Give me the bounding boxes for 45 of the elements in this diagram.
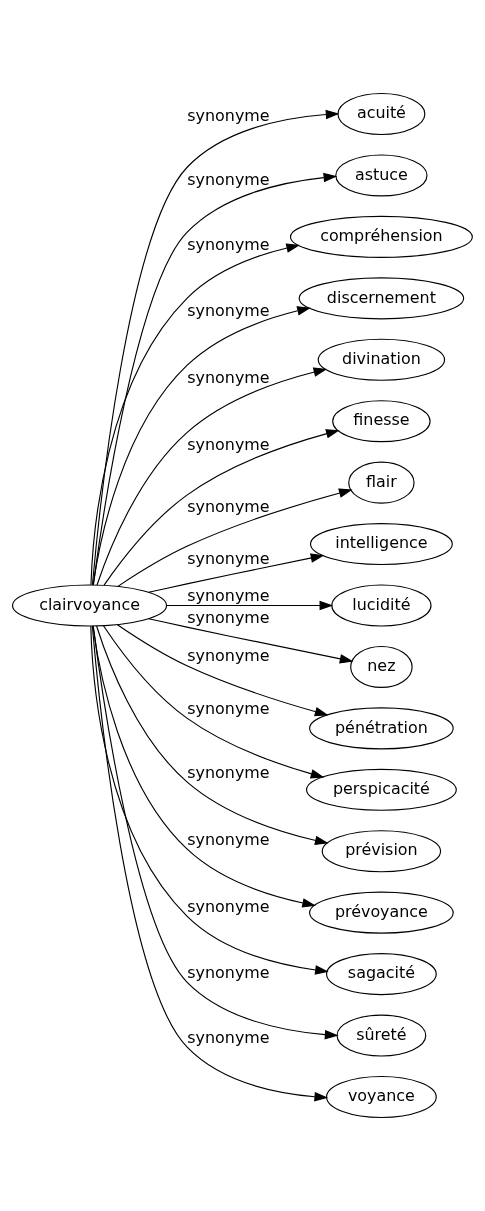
node-ellipse: lucidité: [331, 584, 432, 627]
edge-label: synonyme: [187, 106, 270, 126]
edge-label: synonyme: [187, 300, 270, 320]
arrow: [91, 625, 329, 1102]
node-ellipse: acuité: [337, 93, 426, 136]
node-ellipse: sagacité: [326, 953, 437, 996]
edge-label: synonyme: [187, 829, 270, 849]
edge-label: synonyme: [187, 434, 270, 454]
node-ellipse: clairvoyance: [11, 584, 168, 627]
edge-label: synonyme: [187, 234, 270, 254]
edge-label: synonyme: [187, 962, 270, 982]
edge-label: synonyme: [187, 548, 270, 568]
arrow: [148, 618, 354, 664]
arrow: [90, 625, 329, 975]
node-ellipse: voyance: [326, 1075, 437, 1118]
node-ellipse: flair: [348, 461, 415, 504]
edge-label: synonyme: [187, 646, 270, 666]
node-ellipse: prévision: [321, 830, 442, 873]
arrow: [96, 367, 328, 586]
arrow: [116, 624, 329, 717]
arrow: [90, 243, 301, 586]
node-ellipse: finesse: [332, 400, 431, 443]
edge-label: synonyme: [187, 367, 270, 387]
arrow: [103, 625, 325, 779]
node-ellipse: nez: [350, 645, 413, 688]
arrow: [166, 600, 334, 611]
arrow: [103, 429, 340, 586]
node-ellipse: divination: [317, 338, 446, 381]
edge-label: synonyme: [187, 1027, 270, 1047]
arrow: [92, 625, 339, 1040]
node-ellipse: prévoyance: [309, 891, 454, 934]
edge-label: synonyme: [187, 497, 270, 517]
edge-label: synonyme: [187, 586, 270, 606]
arrow: [117, 488, 353, 587]
arrow: [148, 553, 325, 593]
edge-label: synonyme: [187, 169, 270, 189]
node-ellipse: astuce: [335, 154, 428, 197]
edge-label: synonyme: [187, 896, 270, 916]
node-ellipse: sûreté: [336, 1014, 427, 1057]
edge-label: synonyme: [187, 607, 270, 627]
node-ellipse: compréhension: [289, 215, 473, 258]
arrow: [96, 625, 329, 846]
edge-label: synonyme: [187, 762, 270, 782]
arrow: [92, 306, 311, 586]
edge-label: synonyme: [187, 698, 270, 718]
